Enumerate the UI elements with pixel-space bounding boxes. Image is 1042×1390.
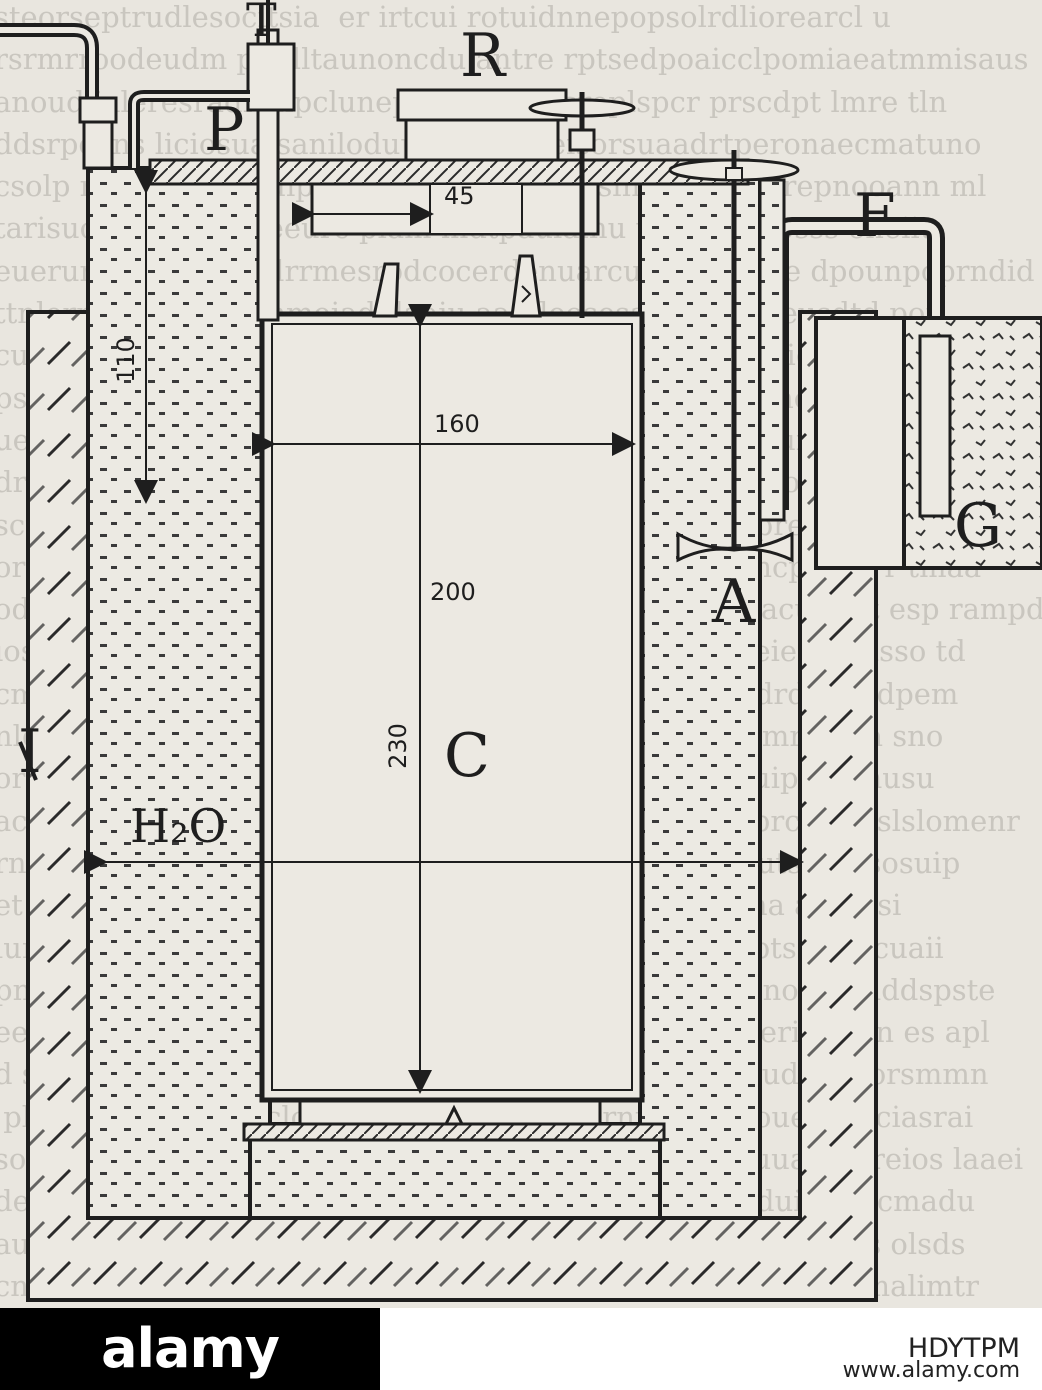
dimension-lines [18, 170, 804, 1094]
label-r: R [460, 21, 507, 91]
dim-230: 230 [384, 723, 412, 769]
calorimeter-diagram: T R P F A C G I H₂O 45 110 160 200 230 [0, 0, 1042, 1302]
watermark-image-id: HDYTPM [907, 1333, 1020, 1364]
dim-200: 200 [430, 578, 476, 606]
dim-45: 45 [444, 182, 475, 210]
label-h2o: H₂O [130, 799, 226, 853]
ice-vessel [814, 316, 1042, 570]
stirrer [668, 150, 800, 563]
watermark-logo: alamy [0, 1308, 380, 1390]
water-jacket [86, 166, 762, 1220]
thermometer [246, 0, 296, 322]
label-t: T [246, 0, 277, 47]
label-f: F [854, 181, 896, 251]
label-a: A [711, 567, 756, 637]
label-i: I [18, 717, 42, 787]
dim-110: 110 [112, 337, 140, 383]
dim-160: 160 [434, 410, 480, 438]
valves [372, 254, 542, 318]
label-c: C [444, 721, 490, 791]
label-p: P [204, 95, 244, 165]
reel [528, 92, 636, 318]
block-r [396, 88, 568, 162]
base-platform [242, 1098, 666, 1142]
label-g: G [954, 491, 1002, 561]
siphon-tube [758, 178, 945, 522]
tube-p [0, 23, 250, 170]
watermark-url: www.alamy.com [842, 1358, 1020, 1383]
